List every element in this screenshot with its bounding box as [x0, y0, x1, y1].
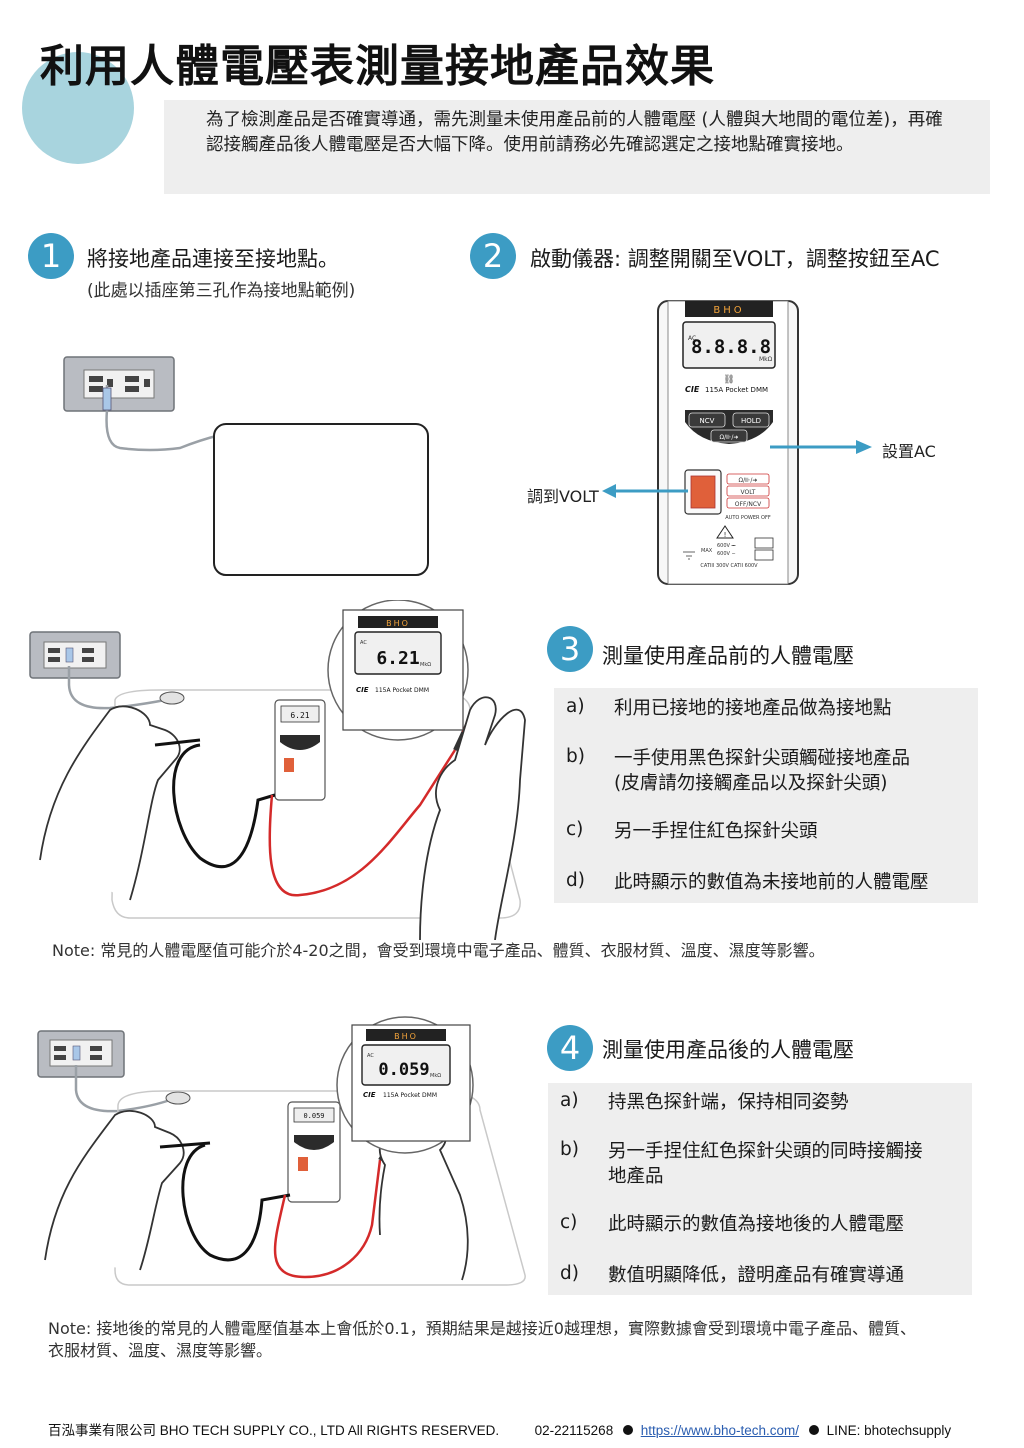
left-hand — [39, 705, 181, 901]
step1-title: 將接地產品連接至接地點。 — [87, 247, 339, 271]
bullet-icon — [808, 1425, 819, 1435]
step1-number-badge: 1 — [28, 233, 74, 279]
page-title: 利用人體電壓表測量接地產品效果 — [40, 41, 715, 92]
step2-number-badge: 2 — [470, 233, 516, 279]
svg-text:MAX: MAX — [701, 548, 713, 554]
svg-text:BHO: BHO — [394, 1032, 418, 1041]
arrow-right-icon — [770, 440, 872, 454]
meter-model: 115A Pocket DMM — [705, 386, 768, 394]
meter-mode-button: Ω/⊪/➜ — [720, 434, 739, 441]
step3-note: Note: 常見的人體電壓值可能介於4-20之間，會受到環境中電子產品、體質、衣… — [52, 941, 825, 960]
wall-outlet-icon — [29, 631, 121, 679]
wall-outlet-icon — [37, 1030, 125, 1078]
svg-text:AC: AC — [360, 640, 367, 646]
svg-text:600V ∼: 600V ∼ — [717, 551, 736, 557]
grounding-mat — [111, 689, 521, 919]
small-meter-display-step4: 0.059 — [303, 1112, 324, 1120]
step4-note-line1: Note: 接地後的常見的人體電壓值基本上會低於0.1，預期結果是越接近0越理想… — [48, 1319, 916, 1338]
function-switch — [690, 475, 716, 509]
footer-phone: 02-22115268 — [534, 1423, 614, 1438]
step3-instruction-list: a) 利用已接地的接地產品做為接地點 b) 一手使用黑色探針尖頭觸碰接地產品 (… — [554, 688, 978, 903]
svg-text:115A Pocket DMM: 115A Pocket DMM — [383, 1092, 437, 1099]
svg-text:CATIII 300V CATII 600V: CATIII 300V CATII 600V — [700, 563, 758, 569]
black-probe-lead — [181, 1143, 291, 1262]
step3-title: 測量使用產品前的人體電壓 — [602, 644, 854, 668]
red-probe-lead — [273, 1159, 382, 1279]
svg-text:⛓: ⛓ — [723, 374, 734, 385]
meter-model-logo: CIE — [685, 385, 700, 394]
ground-cord — [105, 385, 221, 452]
step4-instruction-list: a) 持黑色探針端，保持相同姿勢 b) 另一手捏住紅色探針尖頭的同時接觸接 地產… — [548, 1083, 972, 1295]
meter-hold-button: HOLD — [741, 417, 761, 425]
svg-text:OFF/NCV: OFF/NCV — [735, 501, 762, 508]
svg-text:VOLT: VOLT — [741, 489, 756, 496]
intro-panel: 為了檢測產品是否確實導通，需先測量未使用產品前的人體電壓 (人體與大地間的電位差… — [164, 100, 990, 194]
zoom-meter-display-step4: 0.059 — [378, 1060, 429, 1080]
step4-title: 測量使用產品後的人體電壓 — [602, 1038, 854, 1062]
svg-text:Ω/⊪/➜: Ω/⊪/➜ — [739, 477, 758, 484]
step1-subtitle: (此處以插座第三孔作為接地點範例) — [87, 281, 356, 301]
step3-number-badge: 3 — [547, 626, 593, 672]
svg-text:MkΩ: MkΩ — [420, 662, 431, 668]
callout-set-ac: 設置AC — [882, 442, 936, 461]
meter-display-default: 8.8.8.8 — [691, 336, 771, 358]
small-meter-display-step3: 6.21 — [290, 711, 309, 720]
footer: 百泓事業有限公司 BHO TECH SUPPLY CO., LTD All RI… — [48, 1419, 951, 1439]
intro-text: 為了檢測產品是否確實導通，需先測量未使用產品前的人體電壓 (人體與大地間的電位差… — [206, 110, 943, 155]
svg-text:AUTO POWER OFF: AUTO POWER OFF — [725, 515, 771, 521]
meter-unit: MkΩ — [759, 356, 773, 363]
footer-website-link[interactable]: https://www.bho-tech.com/ — [640, 1423, 800, 1438]
step4-number-badge: 4 — [547, 1025, 593, 1071]
meter-brand: BHO — [713, 305, 744, 316]
bullet-icon — [622, 1425, 633, 1435]
svg-text:CIE: CIE — [363, 1091, 376, 1099]
svg-text:!: ! — [724, 531, 727, 539]
step1-illustration — [63, 356, 429, 576]
svg-text:600V ⎓: 600V ⎓ — [717, 543, 736, 549]
step2-title: 啟動儀器: 調整開關至VOLT，調整按鈕至AC — [530, 247, 940, 271]
footer-line-id: LINE: bhotechsupply — [826, 1423, 952, 1438]
wall-outlet-icon — [63, 356, 175, 412]
step4-illustration: 0.059 BHO AC 0.059 MkΩ CIE 115A Pocket D… — [37, 1016, 526, 1286]
svg-text:MkΩ: MkΩ — [430, 1073, 441, 1079]
svg-text:AC: AC — [367, 1053, 374, 1059]
meter-ncv-button: NCV — [700, 417, 715, 425]
grounding-mat — [114, 1090, 526, 1286]
svg-text:CIE: CIE — [356, 686, 369, 694]
black-probe-lead — [172, 743, 276, 869]
meter-ac-indicator: AC — [688, 335, 696, 342]
grounding-mat — [213, 423, 429, 576]
arrow-left-icon — [602, 484, 688, 498]
svg-text:BHO: BHO — [386, 619, 410, 628]
right-hand — [419, 696, 526, 940]
multimeter-large: BHO AC 8.8.8.8 MkΩ ⛓ CIE 115A Pocket DMM… — [657, 300, 799, 585]
footer-company: 百泓事業有限公司 BHO TECH SUPPLY CO., LTD All RI… — [48, 1423, 500, 1438]
step4-note-line2: 衣服材質、溫度、濕度等影響。 — [48, 1341, 273, 1360]
decorative-circle — [22, 52, 134, 164]
svg-text:115A Pocket DMM: 115A Pocket DMM — [375, 687, 429, 694]
zoom-meter-display-step3: 6.21 — [376, 648, 419, 669]
step3-illustration: 6.21 BHO AC 6.21 MkΩ CIE 115A Pocket DMM — [29, 600, 526, 940]
red-probe-lead — [268, 749, 457, 897]
left-hand — [44, 1110, 185, 1271]
callout-set-volt: 調到VOLT — [527, 487, 599, 506]
